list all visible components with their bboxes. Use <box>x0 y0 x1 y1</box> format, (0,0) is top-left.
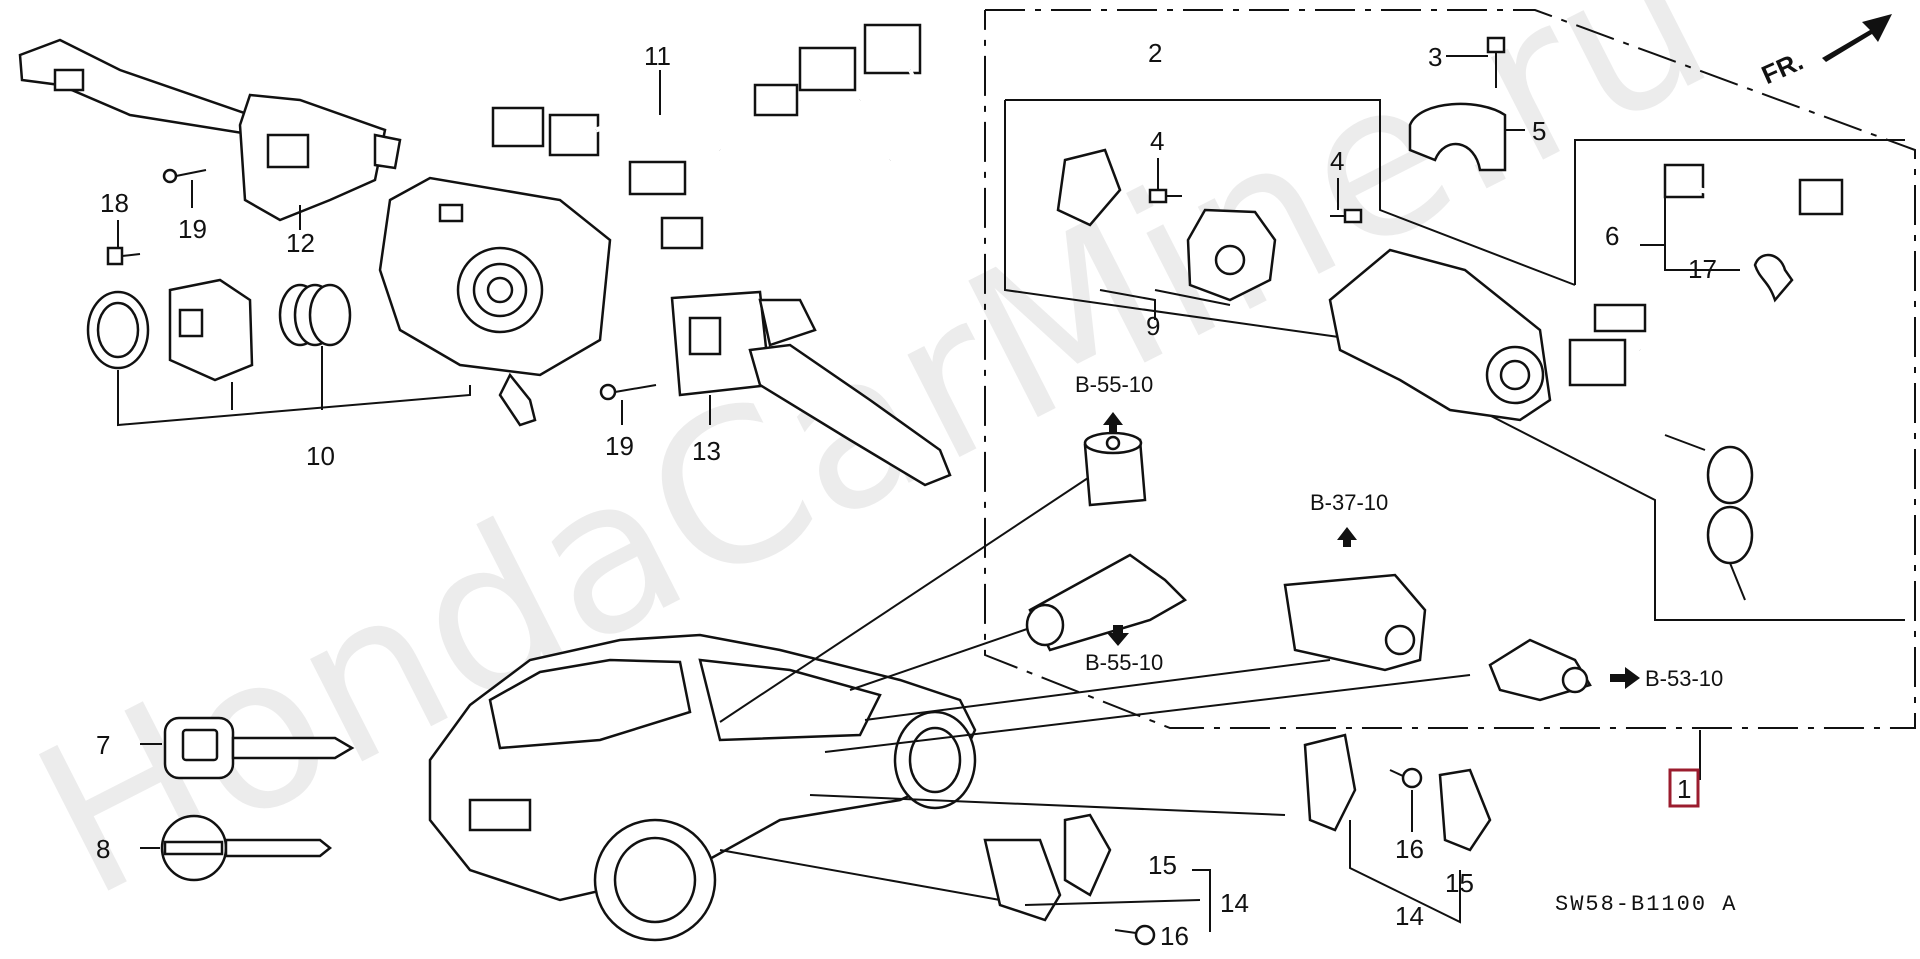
part-label-1: 1 <box>1677 774 1691 804</box>
key-set-icon <box>1664 434 1754 601</box>
part-label-5: 5 <box>1532 116 1546 146</box>
wire-harness-11 <box>491 23 923 250</box>
bolt-16a-icon <box>1389 767 1423 789</box>
ring-plate-icon <box>86 290 150 370</box>
part-label-19b: 19 <box>605 431 634 461</box>
part-label-9: 9 <box>1146 311 1160 341</box>
fuel-lid-cylinder-icon <box>1488 638 1592 702</box>
screw-19-icon <box>162 168 207 184</box>
part-label-15b: 15 <box>1445 868 1474 898</box>
part-label-14b: 14 <box>1395 901 1424 931</box>
cancel-sleeve-icon <box>168 278 254 382</box>
assembly-outline <box>984 9 1916 729</box>
master-key-7-icon <box>163 716 355 780</box>
part-label-7: 7 <box>96 730 110 760</box>
part-label-4a: 4 <box>1150 126 1164 156</box>
ref-label-1: B-55-10 <box>1075 372 1153 397</box>
trunk-cylinder-icon <box>1025 553 1188 652</box>
ignition-switch-icon <box>1186 208 1277 302</box>
part-label-18: 18 <box>100 188 129 218</box>
bolt-18-icon <box>106 246 141 266</box>
spring-coils-icon <box>278 283 352 347</box>
part-label-4b: 4 <box>1330 146 1344 176</box>
part-label-10: 10 <box>306 441 335 471</box>
combination-switch-lever-12 <box>18 38 402 222</box>
part-label-3: 3 <box>1428 42 1442 72</box>
shear-bolt-4a-icon <box>1148 188 1182 204</box>
clip-17-icon <box>1753 253 1794 303</box>
part-label-14a: 14 <box>1220 888 1249 918</box>
screw-19-lower-icon <box>599 383 657 401</box>
part-label-13: 13 <box>692 436 721 466</box>
direction-label: FR. <box>1757 46 1807 90</box>
part-label-15a: 15 <box>1148 850 1177 880</box>
part-label-2: 2 <box>1148 38 1162 68</box>
part-label-8: 8 <box>96 834 110 864</box>
ref-label-2: B-55-10 <box>1085 650 1163 675</box>
steering-lock-body-icon <box>1328 248 1552 422</box>
part-label-12: 12 <box>286 228 315 258</box>
ref-arrow-right-4-icon <box>1610 667 1640 689</box>
door-cylinder-icon <box>1083 431 1147 507</box>
diagram-code: SW58-B1100 A <box>1555 892 1737 917</box>
door-switch-right-icon <box>1303 733 1492 852</box>
shear-bolt-4b-icon <box>1330 208 1363 224</box>
cable-reel-assembly <box>378 176 612 427</box>
fr-arrow-icon <box>1822 14 1892 62</box>
part-label-6: 6 <box>1605 221 1619 251</box>
valet-key-8-icon <box>160 814 333 882</box>
lighting-switch-13 <box>670 290 952 487</box>
part-label-19a: 19 <box>178 214 207 244</box>
bracket-5-icon <box>1408 102 1507 172</box>
ref-arrow-up-3-icon <box>1337 527 1357 547</box>
car-outline <box>428 633 977 942</box>
ref-arrow-down-2-icon <box>1107 625 1129 646</box>
part-label-16b: 16 <box>1160 921 1189 951</box>
door-switch-left-icon <box>983 813 1112 922</box>
part-1-highlight <box>1668 768 1700 808</box>
part-label-11: 11 <box>644 41 671 71</box>
steering-lock-icon <box>1056 148 1122 227</box>
part-label-17: 17 <box>1688 254 1717 284</box>
ref-arrow-up-1-icon <box>1103 412 1123 432</box>
ref-label-4: B-53-10 <box>1645 666 1723 691</box>
bolt-16b-icon <box>1114 924 1156 946</box>
trunk-lock-icon <box>1283 573 1427 672</box>
bolt-3-icon <box>1486 36 1506 88</box>
ignition-harness-6 <box>1568 163 1867 405</box>
ref-label-3: B-37-10 <box>1310 490 1388 515</box>
part-label-16a: 16 <box>1395 834 1424 864</box>
